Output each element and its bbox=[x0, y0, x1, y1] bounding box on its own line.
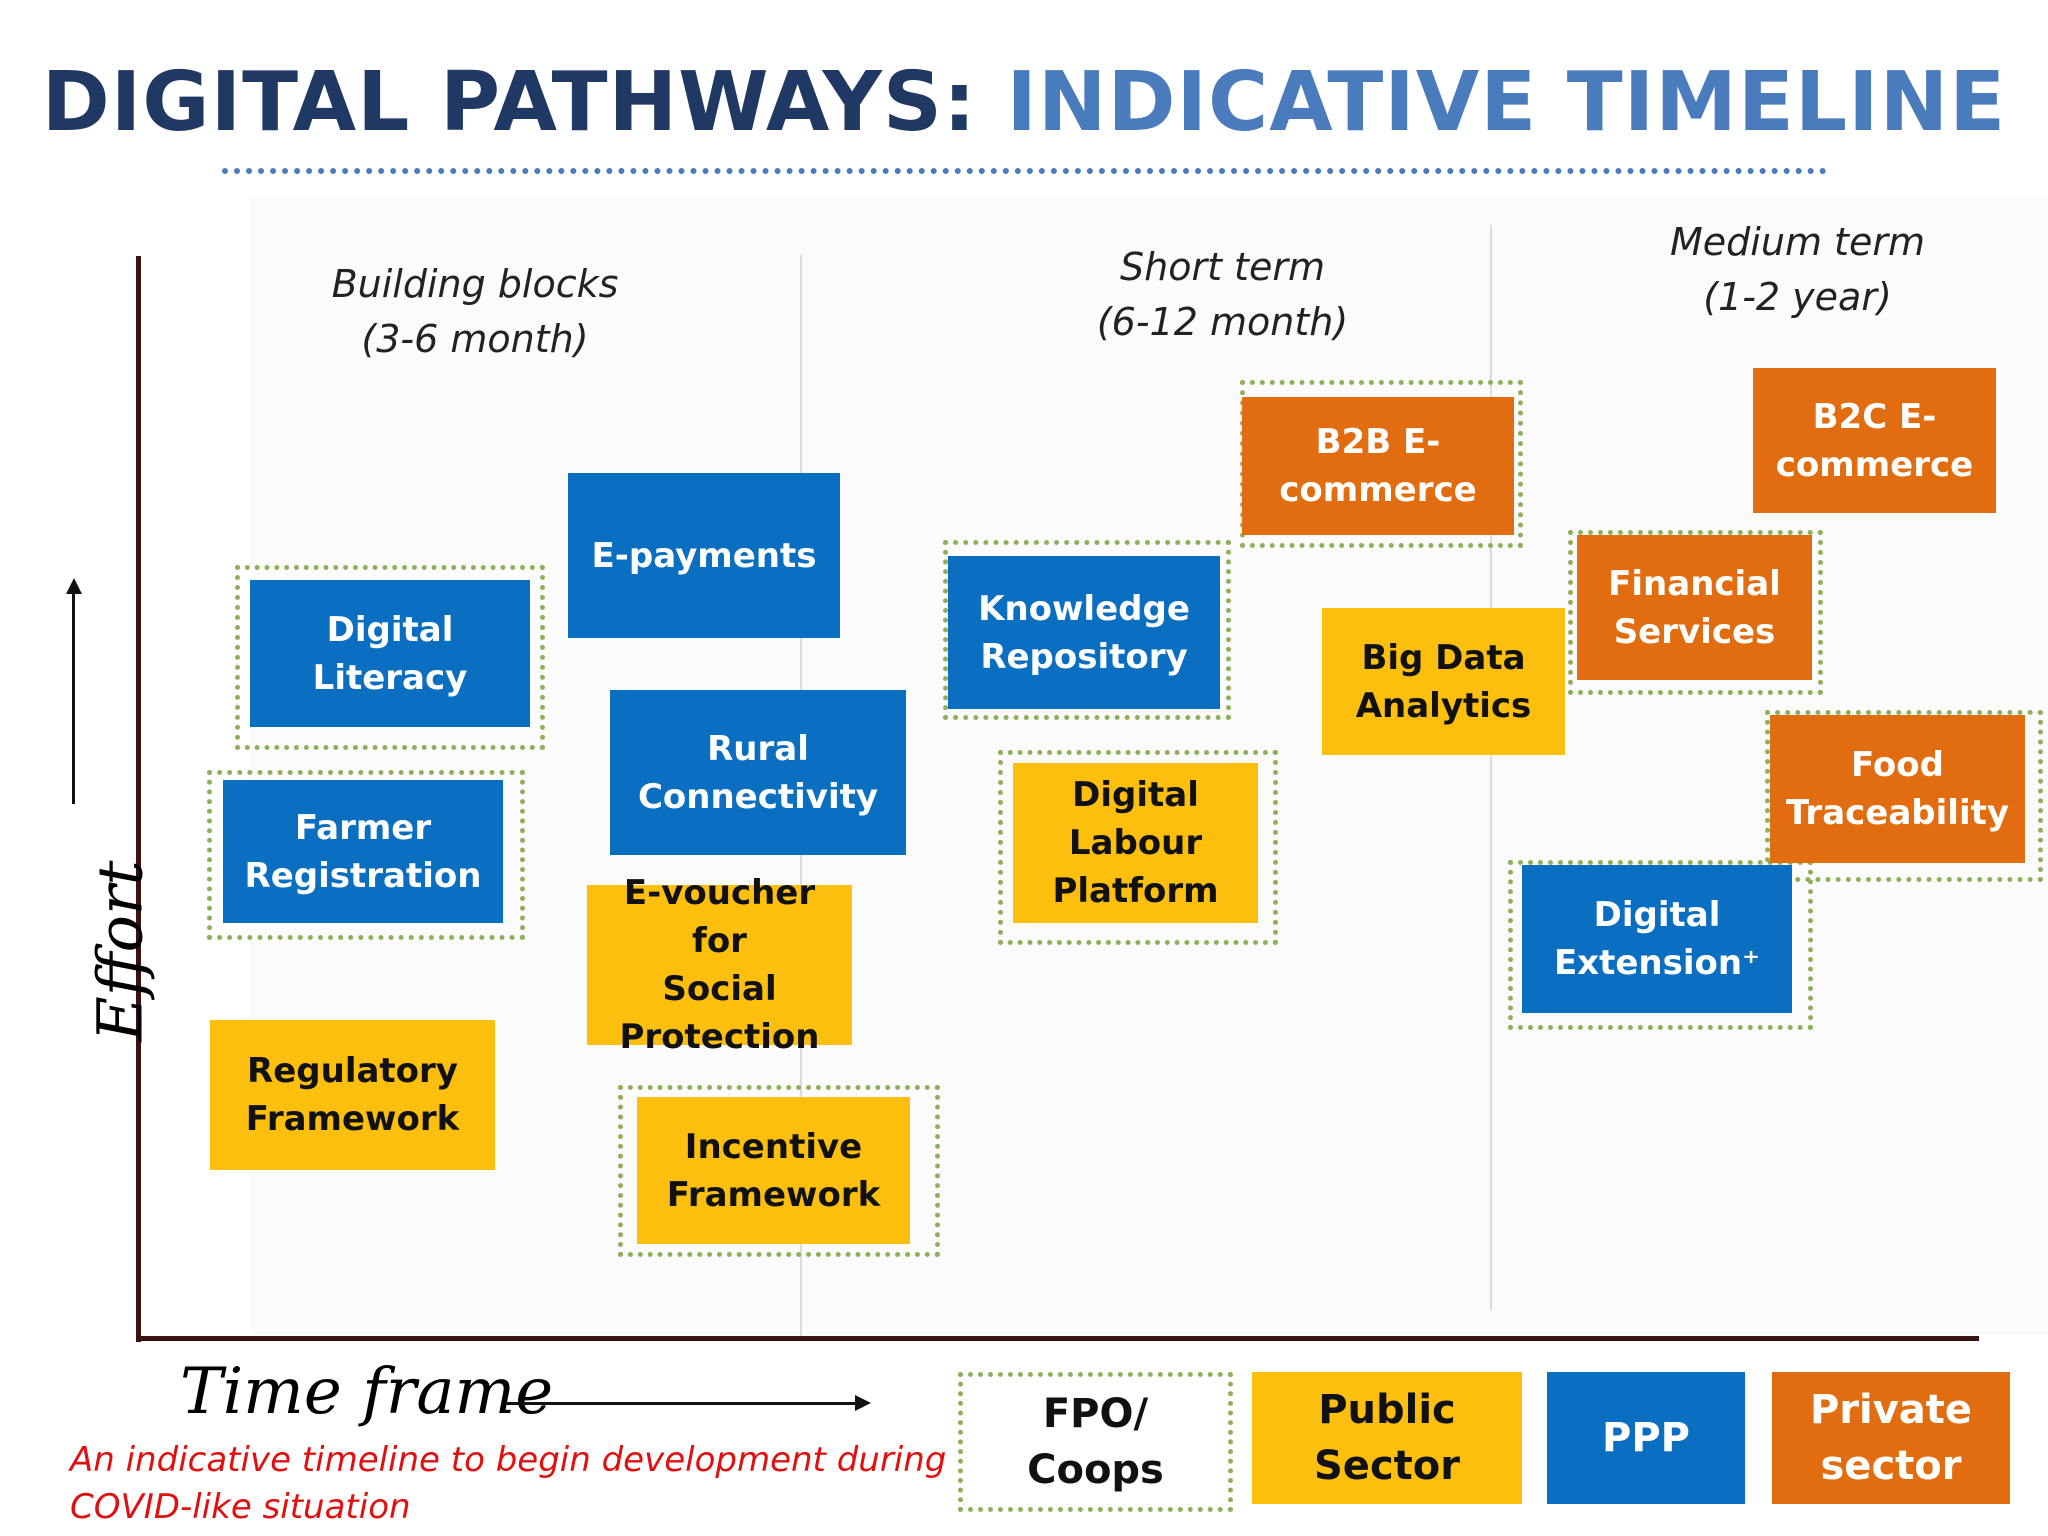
phase-header-line: (3-6 month) bbox=[361, 317, 589, 361]
item-digital-extension: Digital Extension⁺ bbox=[1522, 865, 1792, 1013]
page-title: DIGITAL PATHWAYS: INDICATIVE TIMELINE bbox=[0, 55, 2048, 150]
item-incentive-framework: Incentive Framework bbox=[637, 1097, 910, 1244]
y-axis bbox=[136, 256, 141, 1342]
fpo-outline-farmer-registration bbox=[207, 770, 525, 940]
phase-header-line: Building blocks bbox=[331, 262, 619, 306]
effort-arrow-head bbox=[66, 578, 82, 594]
time-arrow-shaft bbox=[505, 1402, 857, 1405]
item-rural-connectivity: Rural Connectivity bbox=[610, 690, 906, 855]
item-digital-labour-platform: Digital Labour Platform bbox=[1013, 763, 1258, 923]
item-regulatory-framework: Regulatory Framework bbox=[210, 1020, 495, 1170]
phase-header-line: Short term bbox=[1120, 245, 1325, 289]
item-e-payments: E-payments bbox=[568, 473, 840, 638]
legend-private-sector: Private sector bbox=[1772, 1372, 2010, 1504]
fpo-outline-digital-extension bbox=[1508, 860, 1813, 1030]
x-axis bbox=[136, 1336, 1979, 1341]
title-underline bbox=[222, 168, 1827, 174]
phase-header-medium-term: Medium term (1-2 year) bbox=[1620, 215, 1975, 325]
fpo-outline-digital-literacy bbox=[235, 565, 545, 750]
item-big-data-analytics: Big Data Analytics bbox=[1322, 608, 1565, 755]
time-arrow-head bbox=[855, 1395, 871, 1411]
legend-ppp: PPP bbox=[1547, 1372, 1745, 1504]
fpo-outline-food-traceability bbox=[1765, 710, 2043, 882]
item-label: Farmer Registration bbox=[244, 807, 482, 896]
item-label: Digital Extension⁺ bbox=[1553, 895, 1761, 983]
phase-header-building-blocks: Building blocks (3-6 month) bbox=[280, 257, 670, 367]
footnote-line: An indicative timeline to begin developm… bbox=[70, 1440, 947, 1480]
phase-header-short-term: Short term (6-12 month) bbox=[1040, 240, 1405, 350]
phase-header-line: (1-2 year) bbox=[1703, 275, 1892, 319]
legend-label: Private sector bbox=[1809, 1387, 1973, 1489]
title-part-1: DIGITAL PATHWAYS: bbox=[41, 55, 977, 150]
phase-header-line: (6-12 month) bbox=[1096, 300, 1349, 344]
legend-label: FPO/ Coops bbox=[1027, 1391, 1164, 1493]
item-label: Big Data Analytics bbox=[1355, 637, 1532, 726]
item-b2b-ecommerce: B2B E- commerce bbox=[1242, 397, 1514, 535]
item-b2c-ecommerce: B2C E- commerce bbox=[1753, 368, 1996, 513]
legend-public-sector: Public Sector bbox=[1252, 1372, 1522, 1504]
item-label: Food Traceability bbox=[1785, 745, 2010, 833]
fpo-outline-knowledge-repository bbox=[943, 540, 1231, 720]
title-part-2: INDICATIVE TIMELINE bbox=[1006, 55, 2007, 150]
item-label: E-payments bbox=[591, 535, 817, 576]
item-knowledge-repository: Knowledge Repository bbox=[948, 556, 1220, 709]
x-axis-label: Time frame bbox=[180, 1355, 554, 1429]
y-axis-label: Effort bbox=[83, 860, 157, 1042]
footnote: An indicative timeline to begin developm… bbox=[70, 1437, 947, 1531]
item-digital-literacy: Digital Literacy bbox=[250, 580, 530, 727]
item-label: E-voucher for Social Protection bbox=[619, 873, 820, 1057]
item-financial-services: Financial Services bbox=[1577, 535, 1812, 680]
item-label: Regulatory Framework bbox=[245, 1051, 460, 1139]
item-label: Financial Services bbox=[1608, 563, 1781, 652]
footnote-line: COVID-like situation bbox=[70, 1487, 411, 1527]
fpo-outline-financial-services bbox=[1568, 530, 1823, 695]
item-label: Incentive Framework bbox=[666, 1126, 881, 1215]
item-food-traceability: Food Traceability bbox=[1770, 715, 2025, 863]
item-label: B2B E- commerce bbox=[1279, 422, 1477, 510]
phase-divider-2 bbox=[1490, 225, 1492, 1310]
item-label: Digital Literacy bbox=[312, 609, 468, 698]
legend-label: Public Sector bbox=[1314, 1387, 1460, 1489]
item-e-voucher-social-protection: E-voucher for Social Protection bbox=[587, 873, 852, 1057]
legend-label: PPP bbox=[1602, 1415, 1690, 1461]
item-label: B2C E- commerce bbox=[1775, 396, 1974, 485]
phase-header-line: Medium term bbox=[1670, 220, 1925, 264]
legend-fpo-coops: FPO/ Coops bbox=[958, 1372, 1233, 1512]
item-label: Digital Labour Platform bbox=[1052, 775, 1219, 911]
item-label: Rural Connectivity bbox=[637, 728, 879, 817]
fpo-outline-digital-labour-platform bbox=[998, 750, 1278, 945]
item-label: Knowledge Repository bbox=[978, 588, 1190, 677]
effort-arrow-shaft bbox=[72, 592, 75, 804]
item-farmer-registration: Farmer Registration bbox=[223, 780, 503, 923]
fpo-outline-incentive-framework bbox=[618, 1085, 940, 1257]
